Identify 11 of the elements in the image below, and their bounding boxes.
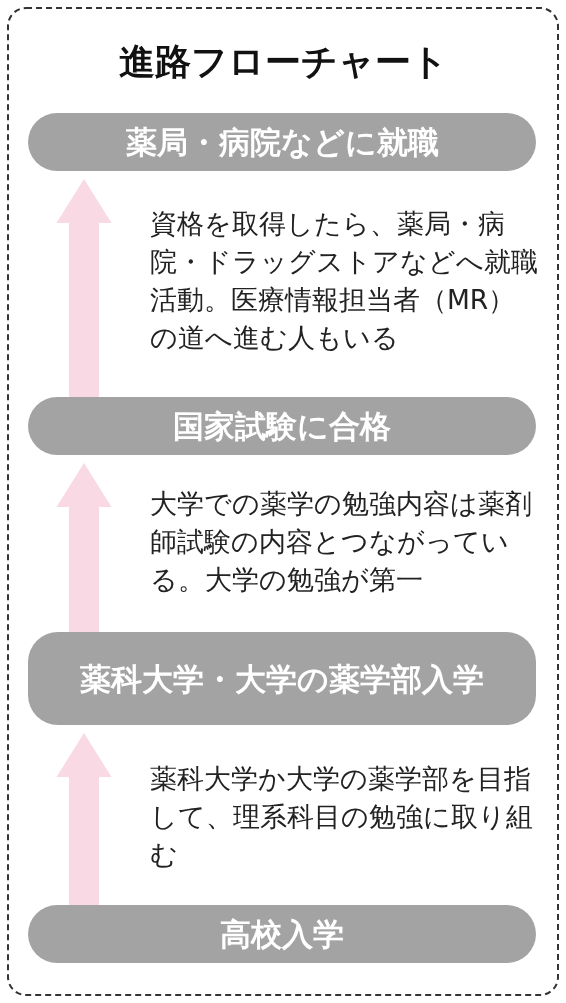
title: 進路フローチャート [117,40,449,84]
step-box: 薬科大学・大学の薬学部入学 [28,632,536,725]
edge-label: 資格を取得したら、薬局・病院・ドラッグストアなどへ就職活動。医療情報担当者（MR）の道へ進む人もいる [150,207,538,355]
edge-label: 薬科大学か大学の薬学部を目指して、理系科目の勉強に取り組む [150,762,534,872]
step-box: 高校入学 [28,905,536,963]
edge-label: 大学での薬学の勉強内容は薬剤師試験の内容とつながっている。大学の勉強が第一 [150,487,533,597]
up-arrow [56,733,112,905]
up-arrow [56,179,112,397]
step-box: 薬局・病院などに就職 [28,113,536,171]
step-box: 国家試験に合格 [28,397,536,455]
up-arrow [56,463,112,632]
